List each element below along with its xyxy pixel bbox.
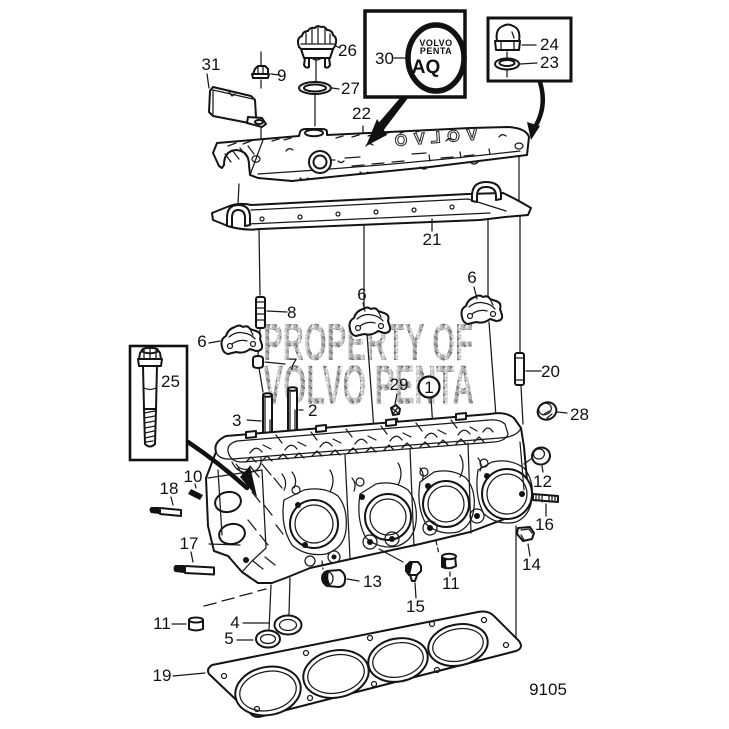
svg-text:24: 24	[540, 35, 559, 54]
svg-text:1: 1	[424, 378, 433, 397]
svg-text:28: 28	[570, 405, 589, 424]
svg-text:9105: 9105	[529, 680, 567, 699]
svg-text:7: 7	[288, 355, 297, 374]
svg-text:30: 30	[375, 49, 394, 68]
svg-text:6: 6	[357, 285, 366, 304]
svg-text:10: 10	[184, 467, 203, 486]
svg-text:18: 18	[160, 479, 179, 498]
svg-text:22: 22	[352, 104, 371, 123]
svg-text:6: 6	[467, 268, 476, 287]
svg-text:27: 27	[341, 79, 360, 98]
svg-text:AQ: AQ	[412, 57, 441, 78]
svg-text:9: 9	[277, 66, 286, 85]
svg-text:15: 15	[406, 597, 425, 616]
svg-text:25: 25	[161, 372, 180, 391]
svg-text:20: 20	[541, 362, 560, 381]
svg-text:11: 11	[442, 574, 460, 593]
svg-text:17: 17	[180, 534, 199, 553]
svg-text:19: 19	[153, 666, 172, 685]
svg-text:14: 14	[522, 555, 541, 574]
svg-text:6: 6	[197, 332, 206, 351]
svg-text:23: 23	[540, 53, 559, 72]
svg-text:3: 3	[232, 411, 241, 430]
svg-text:16: 16	[535, 515, 554, 534]
svg-text:11: 11	[153, 614, 171, 633]
svg-text:29: 29	[390, 375, 409, 394]
svg-text:13: 13	[363, 572, 382, 591]
svg-text:VOLVO: VOLVO	[419, 38, 452, 48]
svg-text:12: 12	[533, 472, 552, 491]
svg-text:5: 5	[224, 629, 233, 648]
svg-text:26: 26	[338, 41, 357, 60]
svg-text:4: 4	[230, 613, 239, 632]
svg-text:2: 2	[308, 401, 317, 420]
svg-text:21: 21	[423, 230, 442, 249]
svg-text:31: 31	[202, 55, 221, 74]
svg-text:PENTA: PENTA	[420, 46, 452, 56]
svg-text:8: 8	[287, 303, 296, 322]
